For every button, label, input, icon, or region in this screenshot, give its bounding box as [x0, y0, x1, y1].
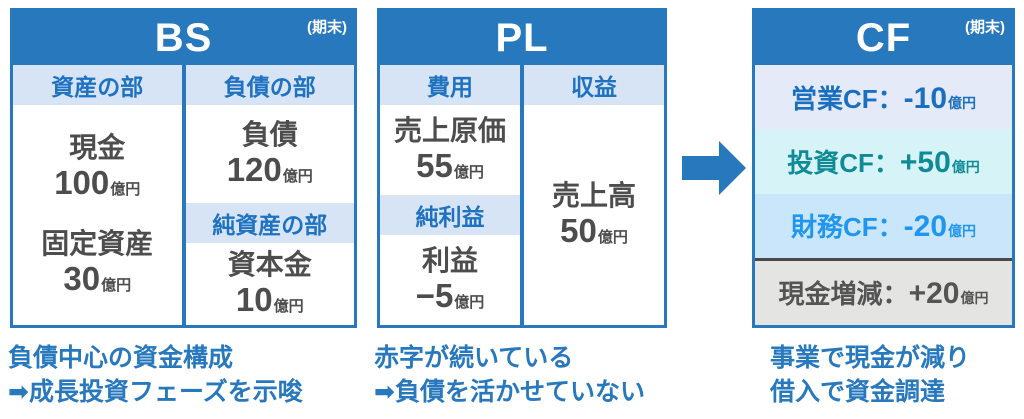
pl-sales-amount: 50 — [560, 212, 597, 250]
pl-note-line1: 赤字が続いている — [374, 344, 574, 372]
cf-net-change-unit: 億円 — [960, 290, 989, 307]
bs-cash-amount: 100 — [54, 163, 110, 201]
pl-expenses-header: 費用 — [380, 65, 520, 105]
bs-assets-header: 資産の部 — [13, 65, 182, 105]
pl-sales-unit: 億円 — [597, 229, 628, 247]
pl-profit-label: 利益 — [421, 244, 478, 276]
bs-fixed-assets-label: 固定資産 — [41, 228, 154, 260]
pl-cogs-label: 売上原価 — [393, 114, 506, 146]
bs-fixed-assets-unit: 億円 — [101, 277, 132, 295]
pl-sales-label: 売上高 — [551, 179, 636, 211]
pl-panel-header: PL — [380, 11, 664, 65]
bs-panel-header: BS (期末) — [13, 11, 354, 65]
bs-equity-header: 純資産の部 — [185, 203, 354, 244]
cf-operating-unit: 億円 — [948, 94, 977, 111]
pl-revenue-header: 収益 — [524, 65, 664, 105]
bs-capital-label: 資本金 — [227, 249, 312, 281]
cf-title: CF — [855, 16, 912, 60]
cf-panel-header: CF (期末) — [755, 11, 1012, 65]
bs-note-line2: ➡成長投資フェーズを示唆 — [8, 378, 303, 406]
bs-note-line1: 負債中心の資金構成 — [8, 344, 234, 372]
bs-debt-amount: 120 — [226, 151, 282, 189]
cf-net-change-amount: +20 — [908, 277, 960, 311]
cf-period-label: (期末) — [965, 19, 1005, 36]
cf-note: 事業で現金が減り 借入で資金調達 — [770, 341, 970, 409]
cf-financing-unit: 億円 — [948, 223, 977, 240]
right-arrow-icon — [682, 139, 748, 197]
cf-net-change-label: 現金増減： — [778, 279, 909, 310]
bs-capital-unit: 億円 — [273, 298, 304, 316]
cf-financing-amount: -20 — [903, 210, 948, 244]
bs-cash-label: 現金 — [69, 131, 126, 163]
bs-debt-label: 負債 — [241, 119, 298, 151]
bs-period-label: (期末) — [307, 19, 347, 36]
pl-profit-unit: 億円 — [454, 294, 485, 312]
pl-note-line2: ➡負債を活かせていない — [374, 378, 645, 406]
cf-operating-amount: -10 — [903, 81, 948, 115]
bs-title: BS — [154, 16, 213, 60]
bs-note: 負債中心の資金構成 ➡成長投資フェーズを示唆 — [8, 341, 303, 409]
bs-capital-amount: 10 — [235, 281, 273, 319]
cf-investing-unit: 億円 — [951, 158, 980, 175]
pl-cogs-unit: 億円 — [453, 164, 484, 182]
pl-note: 赤字が続いている ➡負債を活かせていない — [374, 341, 645, 409]
cf-investing-label: 投資CF： — [787, 147, 900, 178]
bs-fixed-assets-amount: 30 — [63, 260, 101, 298]
cf-investing-amount: +50 — [899, 145, 951, 179]
cf-note-line1: 事業で現金が減り — [770, 344, 971, 372]
bs-cash-unit: 億円 — [110, 180, 141, 198]
bs-liabilities-header: 負債の部 — [185, 65, 354, 105]
pl-title: PL — [495, 16, 549, 60]
pl-net-income-header: 純利益 — [380, 195, 520, 235]
pl-cogs-amount: 55 — [416, 147, 453, 185]
bs-debt-unit: 億円 — [282, 168, 313, 186]
cf-operating-label: 営業CF： — [790, 83, 904, 114]
cf-financing-label: 財務CF： — [790, 212, 904, 243]
pl-profit-amount: −5 — [415, 277, 454, 315]
cf-note-line2: 借入で資金調達 — [770, 378, 946, 406]
